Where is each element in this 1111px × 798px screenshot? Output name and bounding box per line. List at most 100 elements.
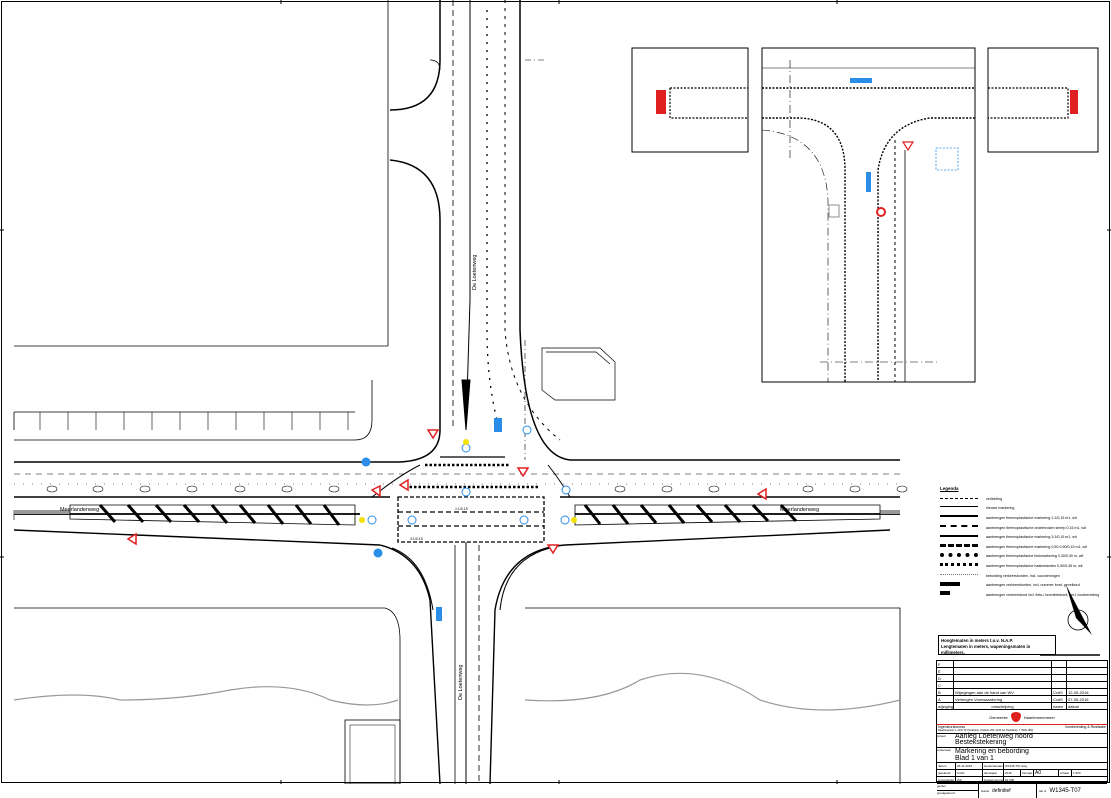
org-name-right: Haarlemmermeer [1023,714,1055,720]
rev-date: 07-05-2016 [1068,696,1089,702]
rev-desc [954,675,1052,681]
revision-row: E [937,668,1107,675]
legend-item: aanbrengen thermoplastische haaientanden… [940,561,1099,571]
date-value: 26-11-2016 [956,763,983,769]
legend-item-label: aanbrengen thermoplastische markering 3:… [986,535,1077,540]
rev-date: 12-05-2016 [1068,689,1089,695]
info-sign-icon [494,418,502,432]
format-label: formaat [1022,770,1034,776]
rev-desc [954,661,1052,667]
rev-by [1052,661,1067,667]
legend-symbol [940,581,960,589]
revision-row: F [937,661,1107,668]
note-lengths: Lengtematen in meters, wapeningsmaten in… [941,644,1031,655]
project-label: project [937,734,947,738]
yield-sign-icon [398,478,409,492]
rev-code: A [937,696,954,702]
rev-by: CvdS [1052,689,1067,695]
rev-code: F [937,661,954,667]
building-north-east [541,347,616,401]
scale-value: 1:500 [1073,771,1081,775]
marking-label: 1:1/0,15 [455,507,468,511]
note-heights: Hoogtematen in meters t.o.v. N.A.P. [941,638,1013,643]
status-value: definitief [992,788,1011,794]
yield-sign-icon [756,487,767,501]
projectleader-label: projectleider [938,777,956,783]
light-icon [463,439,469,445]
legend-item-label: aanbrengen thermoplastische blokmarkerin… [986,554,1084,559]
legend-item-label: aanbrengen thermoplastische markering 1:… [986,515,1077,520]
legend-symbol [940,543,978,550]
legend-item: bebording verkeersborden, incl. voorzien… [940,571,1099,581]
south-terrain [13,607,901,784]
legend-item: aanbrengen verkeersbord incl. fiets-/ br… [940,590,1099,600]
legend-symbol [940,552,978,560]
sheet-border [1,1,1110,783]
rev-by [1052,682,1067,688]
legend-item-label: aanbrengen thermoplastische haaientanden… [986,563,1083,568]
legend-item: aanbrengen thermoplastische markering 0,… [940,542,1099,552]
rev-desc: Verlengen Voorwaardering [954,696,1052,702]
rev-date [1067,668,1099,674]
subject-label: onderwerp [937,748,952,752]
road-label-meerlandenweg-east: Meerlandenweg [780,507,819,513]
rev-by [1052,668,1067,674]
bicycle-symbols [46,485,908,493]
detail-inset-right [987,47,1099,153]
legend-item-label: verlichting [986,496,1003,501]
legend-symbol [940,573,978,578]
north-arrow-icon [1066,585,1092,635]
legend-item: aanbrengen thermoplastische markering 3:… [940,532,1099,542]
revision-row: C [937,682,1107,689]
status-label: status [981,789,990,793]
yield-sign-icon [546,544,560,555]
checked-label: gezien [937,784,978,791]
legend-symbol [940,497,978,502]
legend-item: nieuwe markering [940,504,1099,514]
legend-symbol [940,534,978,540]
road-label-loetenweg-north: De Loetenweg [472,255,478,290]
drawn-value: CvdS [956,770,983,776]
drawn-label: getekend [937,770,956,776]
file-value: W1345-T07.dwg [1005,764,1028,768]
rev-by [1052,675,1067,681]
road-label-loetenweg-south: De Loetenweg [458,665,464,700]
legend-item: aanbrengen thermoplastische markering 1:… [940,513,1099,523]
legend: Legenda verlichting nieuwe markering aan… [940,486,1099,600]
org-name-left: Gemeente [989,714,1008,720]
file-label: bestandsnaam [984,763,1004,769]
legend-item-label: aanbrengen verkeersborden, incl. nummer … [986,583,1080,588]
legend-item-label: aanbrengen thermoplastische markering 0,… [986,544,1087,549]
department-right: Voorbereiding & Realisatie [1064,725,1106,729]
rev-header-by: naam [1052,703,1067,709]
projectleader-value: WZ [956,777,983,783]
rev-code: B [937,689,954,695]
legend-item-label: aanbrengen verkeersbord incl. fiets-/ br… [986,592,1100,597]
rev-desc: Wijzigingen aan de hand van WV [954,689,1052,695]
yield-sign-icon [426,429,440,440]
project-title: Aanleg Loetenweg noord [955,733,1033,740]
legend-title: Legenda [940,486,959,491]
info-sign-icon [436,607,442,621]
rev-by: CvdS [1052,696,1067,702]
rev-header-date: datum [1068,703,1080,709]
mandatory-direction-sign-icon [361,457,371,467]
mandatory-direction-sign-icon [373,548,383,558]
dimension-notes: Hoogtematen in meters t.o.v. N.A.P. Leng… [938,635,1056,655]
sheet-number: Blad 1 van 1 [955,755,994,762]
year-value: 2016 [1004,770,1021,776]
yield-sign-icon [370,484,381,498]
rev-code: D [937,675,954,681]
legend-item-label: bebording verkeersborden, incl. voorzien… [986,573,1060,578]
legend-item: aanbrengen thermoplastische blokmarkerin… [940,552,1099,562]
rev-date [1067,661,1099,667]
